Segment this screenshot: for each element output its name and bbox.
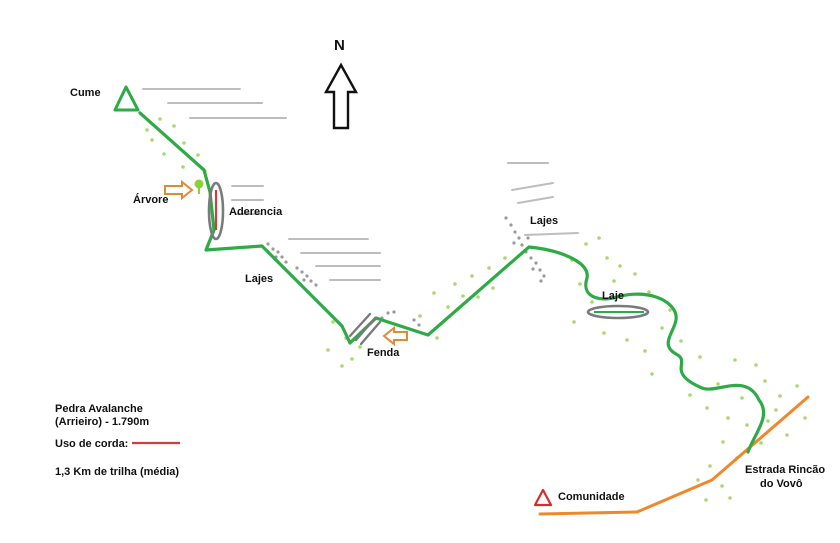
laje-marker [586,304,650,320]
north-label: N [334,37,345,54]
road-estrada-rincao-do-vovo [538,395,810,516]
legend-distance: 1,3 Km de trilha (média) [55,466,179,478]
label-estrada-line1: Estrada Rincão [745,464,825,476]
rock-stipples [266,216,546,327]
label-lajes-right: Lajes [530,215,558,227]
legend-title-line2: (Arrieiro) - 1.790m [55,416,149,428]
label-comunidade: Comunidade [558,491,625,503]
tree-pointer-arrow-icon [164,179,194,201]
label-laje: Laje [602,290,624,302]
label-fenda: Fenda [367,347,400,359]
legend-rope-label: Uso de corda: [55,438,128,450]
summit-triangle-icon [113,85,140,112]
community-triangle-icon [533,488,553,507]
label-aderencia: Aderencia [229,206,283,218]
aderencia-rope-marker [207,181,225,241]
legend-title-line1: Pedra Avalanche [55,403,143,415]
label-lajes-left: Lajes [245,273,273,285]
label-arvore: Árvore [133,193,168,206]
vegetation-dots [145,117,807,502]
trail-path [138,111,766,454]
tree-icon [194,179,204,194]
label-estrada-line2: do Vovô [760,478,803,490]
fenda-crevice-icon [348,312,382,346]
slope-lines [142,88,579,281]
label-cume: Cume [70,87,101,99]
fenda-pointer-arrow-icon [382,325,408,347]
north-arrow-icon [323,62,359,130]
